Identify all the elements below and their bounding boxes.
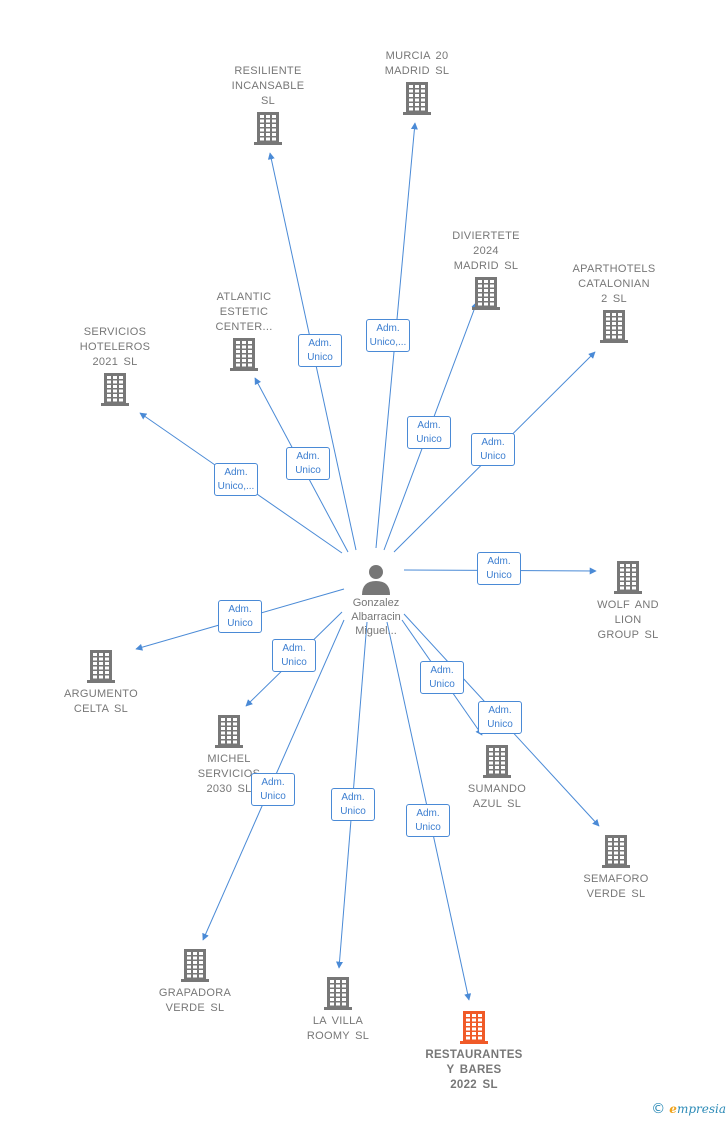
footer-brand: ©empresia xyxy=(651,1101,726,1117)
building-icon xyxy=(362,81,472,115)
building-icon xyxy=(419,1010,529,1044)
role-label-argumento[interactable]: Adm.Unico xyxy=(218,600,262,633)
role-label-servicios[interactable]: Adm.Unico,... xyxy=(214,463,258,496)
building-icon xyxy=(189,337,299,371)
building-icon xyxy=(431,276,541,310)
role-label-sumando[interactable]: Adm.Unico xyxy=(420,661,464,694)
person-name: Gonzalez Albarracin Miguel... xyxy=(351,597,401,637)
person-node[interactable]: Gonzalez Albarracin Miguel... xyxy=(321,562,431,638)
building-icon xyxy=(283,976,393,1010)
building-icon xyxy=(573,560,683,594)
building-icon xyxy=(140,948,250,982)
building-icon xyxy=(561,834,671,868)
brand-name: mpresia xyxy=(676,1102,726,1116)
role-label-diviertete[interactable]: Adm.Unico xyxy=(407,416,451,449)
role-label-murcia[interactable]: Adm.Unico,... xyxy=(366,319,410,352)
role-label-lavilla[interactable]: Adm.Unico xyxy=(331,788,375,821)
role-label-resiliente[interactable]: Adm.Unico xyxy=(298,334,342,367)
building-icon xyxy=(559,309,669,343)
building-icon xyxy=(60,372,170,406)
role-label-semaforo[interactable]: Adm.Unico xyxy=(478,701,522,734)
person-icon xyxy=(321,562,431,596)
role-label-restaurantes[interactable]: Adm.Unico xyxy=(406,804,450,837)
role-label-grapadora[interactable]: Adm.Unico xyxy=(251,773,295,806)
role-label-aparthotels[interactable]: Adm.Unico xyxy=(471,433,515,466)
role-label-atlantic[interactable]: Adm.Unico xyxy=(286,447,330,480)
building-icon xyxy=(442,744,552,778)
building-icon xyxy=(213,111,323,145)
role-label-michel[interactable]: Adm.Unico xyxy=(272,639,316,672)
brand-initial: e xyxy=(669,1102,677,1116)
copyright-icon: © xyxy=(651,1101,666,1117)
building-icon xyxy=(174,714,284,748)
role-label-wolf[interactable]: Adm.Unico xyxy=(477,552,521,585)
building-icon xyxy=(46,649,156,683)
